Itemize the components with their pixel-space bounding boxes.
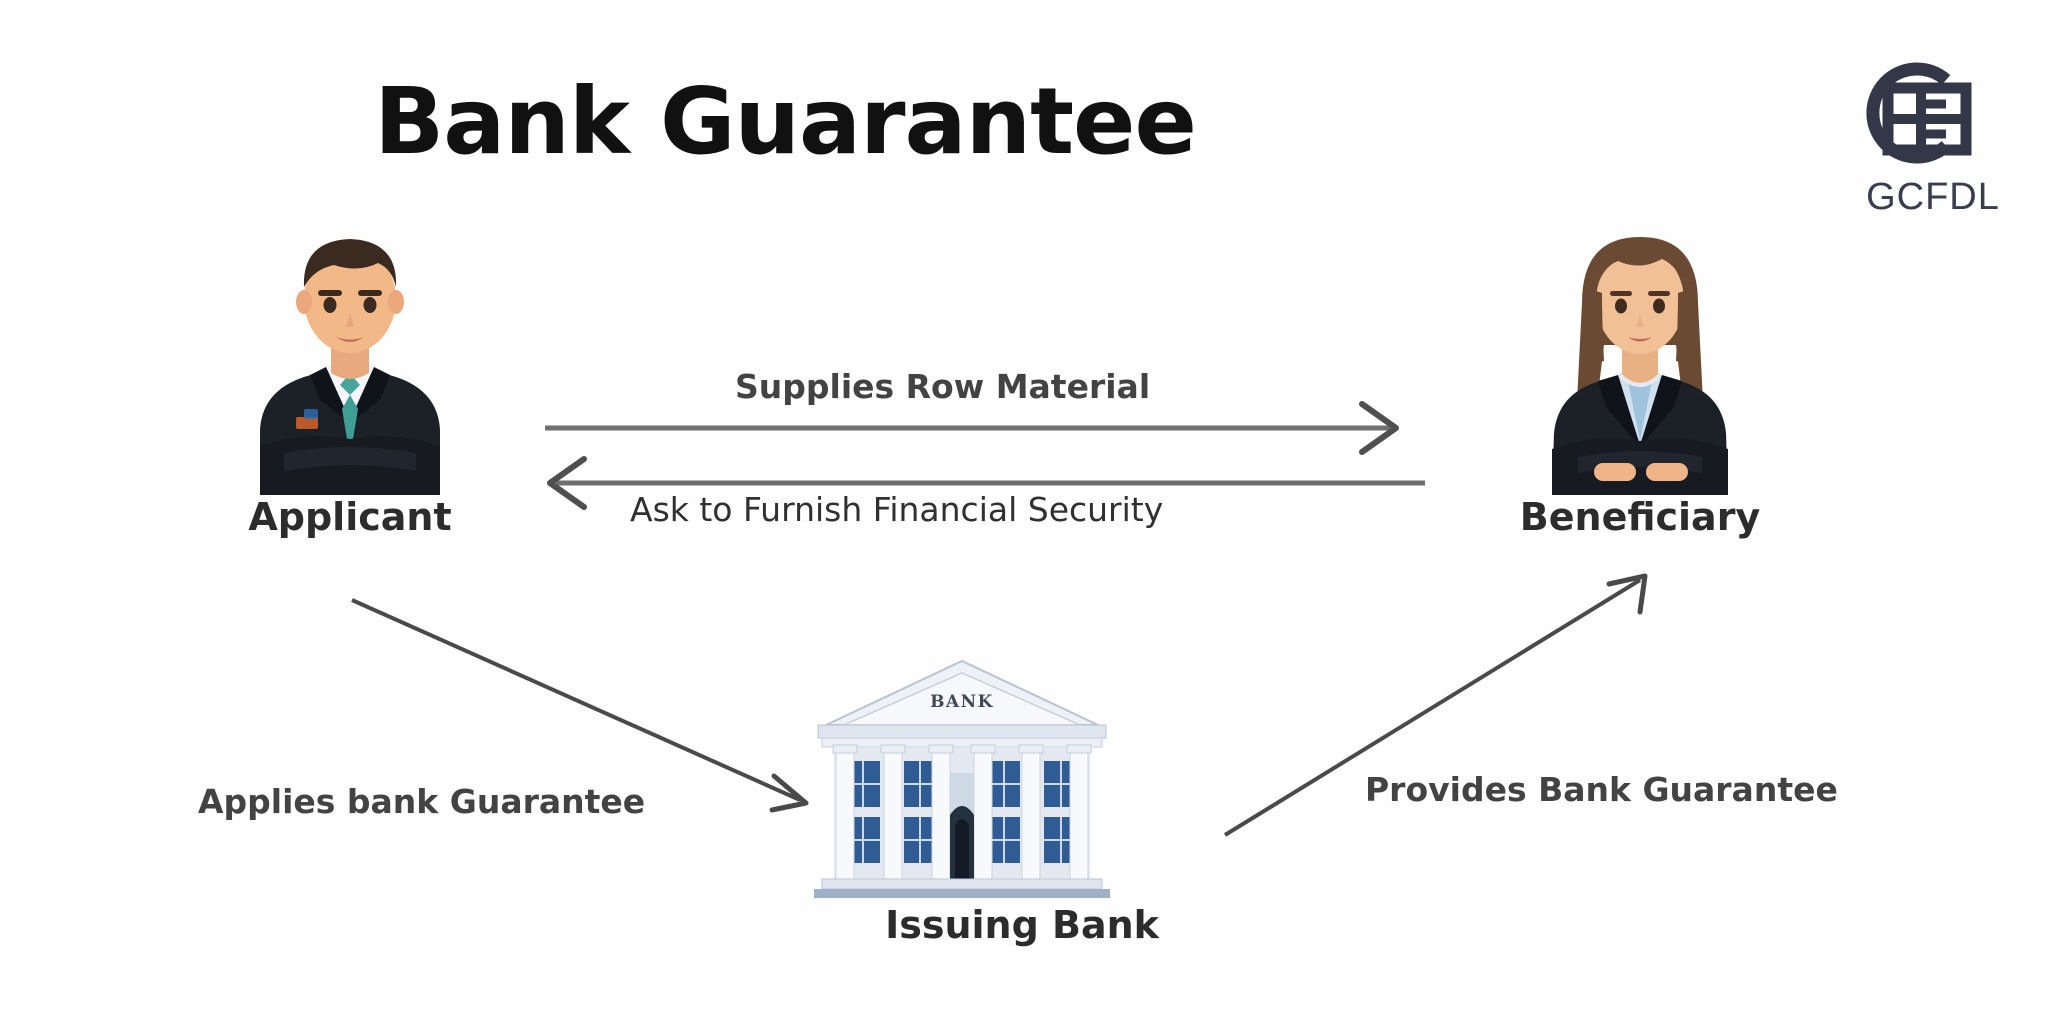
flow-label-provides-bank-guarantee: Provides Bank Guarantee [1365, 770, 1838, 809]
brand-logo: GCFDL [1838, 48, 2028, 233]
bank-pediment-text: BANK [930, 692, 994, 712]
actor-beneficiary: Beneficiary [1490, 195, 1790, 555]
actor-applicant-label: Applicant [248, 495, 452, 539]
businessman-avatar-icon [260, 239, 440, 495]
page-title: Bank Guarantee [374, 68, 1197, 175]
businesswoman-avatar-icon [1552, 237, 1728, 495]
actor-applicant: Applicant [200, 195, 500, 555]
actor-beneficiary-label: Beneficiary [1519, 495, 1761, 539]
arrow-provides-bank-guarantee [1223, 573, 1648, 837]
actor-issuing-bank-label: Issuing Bank [885, 903, 1159, 947]
bank-building-icon: BANK [814, 659, 1110, 898]
logo-text: GCFDL [1866, 176, 2000, 218]
flow-label-supplies-row-material: Supplies Row Material [735, 367, 1151, 406]
arrow-applies-bank-guarantee [351, 598, 809, 813]
actor-issuing-bank: BANK [812, 655, 1232, 985]
arrow-supplies-row-material [545, 401, 1399, 455]
gcfdl-monogram-icon [1866, 62, 1972, 164]
flow-label-applies-bank-guarantee: Applies bank Guarantee [198, 782, 646, 821]
flow-label-ask-to-furnish-financial-security: Ask to Furnish Financial Security [630, 490, 1164, 529]
arrow-ask-to-furnish-financial-security [547, 456, 1425, 510]
